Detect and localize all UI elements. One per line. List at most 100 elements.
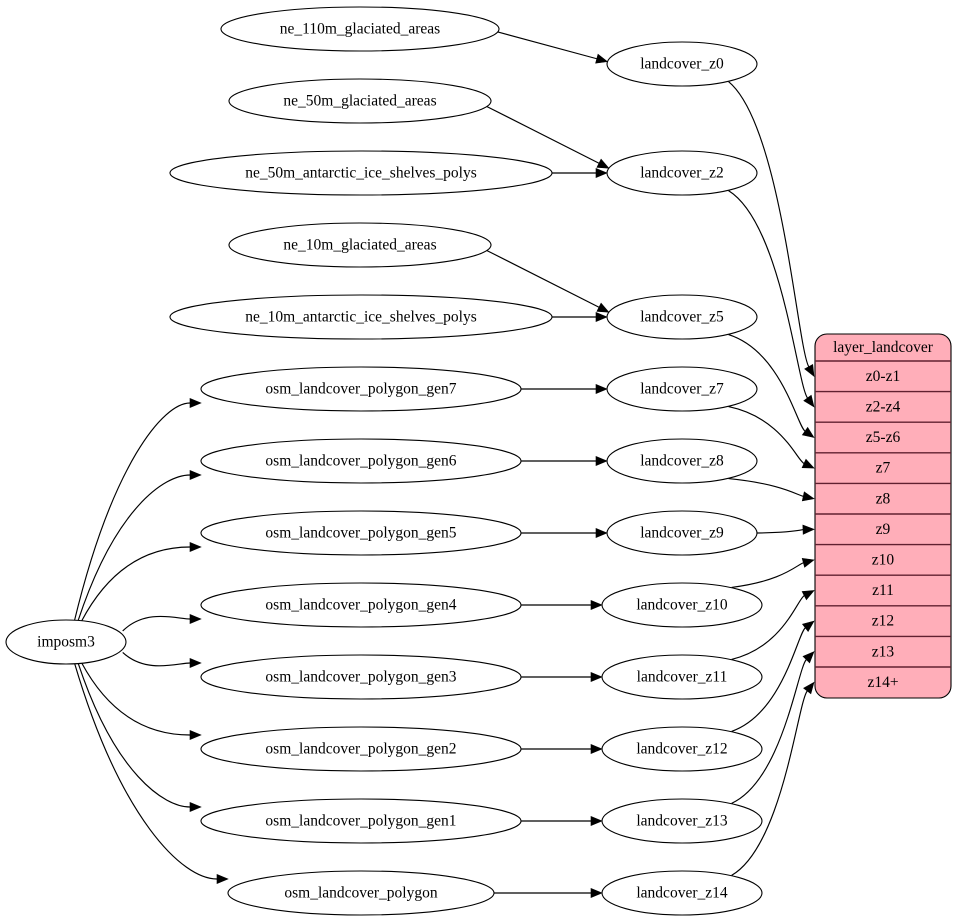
node-osm_landcover_polygon_gen7[interactable]: osm_landcover_polygon_gen7 — [200, 366, 522, 412]
edge-arrowhead — [801, 458, 815, 469]
layer-table-row-z13[interactable]: z13 — [872, 643, 895, 660]
edge-arrowhead — [595, 527, 608, 539]
edge-landcover_z13-to-row-z13 — [731, 651, 815, 804]
node-imposm3[interactable]: imposm3 — [5, 619, 127, 665]
edge-osm_landcover_polygon_gen2-to-landcover_z12 — [517, 743, 603, 755]
edge-line — [485, 249, 600, 308]
edge-arrowhead — [804, 363, 815, 377]
node-landcover_z10[interactable]: landcover_z10 — [601, 582, 763, 628]
edge-line — [77, 474, 191, 622]
node-ne_10m_antarctic_ice_shelves_polys[interactable]: ne_10m_antarctic_ice_shelves_polys — [169, 294, 553, 340]
edge-line — [122, 615, 191, 632]
node-landcover_z7-label: landcover_z7 — [640, 381, 724, 398]
node-landcover_z14[interactable]: landcover_z14 — [601, 870, 763, 916]
edge-arrowhead — [801, 620, 815, 633]
node-landcover_z0[interactable]: landcover_z0 — [606, 41, 758, 87]
edge-line — [728, 478, 804, 497]
edge-arrowhead — [596, 158, 610, 169]
layer-table-row-z8[interactable]: z8 — [876, 490, 891, 507]
node-landcover_z11[interactable]: landcover_z11 — [601, 654, 763, 700]
node-landcover_z10-label: landcover_z10 — [636, 597, 727, 614]
layer-table-row-z14+[interactable]: z14+ — [867, 674, 898, 691]
layer-table-row-z9[interactable]: z9 — [876, 521, 891, 538]
node-ne_50m_glaciated_areas-label: ne_50m_glaciated_areas — [283, 93, 436, 110]
edge-line — [756, 529, 804, 534]
layer-table-row-z12[interactable]: z12 — [872, 613, 894, 630]
edge-arrowhead — [802, 651, 815, 664]
node-osm_landcover_polygon_gen4[interactable]: osm_landcover_polygon_gen4 — [200, 582, 522, 628]
edge-osm_landcover_polygon-to-landcover_z14 — [491, 887, 603, 899]
node-landcover_z9[interactable]: landcover_z9 — [606, 510, 758, 556]
layer-table-row-z5-z6[interactable]: z5-z6 — [866, 429, 901, 446]
node-landcover_z5[interactable]: landcover_z5 — [606, 294, 758, 340]
edge-landcover_z2-to-row-z2-z4 — [728, 190, 815, 408]
node-landcover_z2-label: landcover_z2 — [640, 165, 724, 182]
edge-ne_50m_antarctic_ice_shelves_polys-to-landcover_z2 — [548, 167, 608, 179]
node-landcover_z2[interactable]: landcover_z2 — [606, 150, 758, 196]
node-osm_landcover_polygon_gen1[interactable]: osm_landcover_polygon_gen1 — [200, 798, 522, 844]
edge-landcover_z12-to-row-z12 — [731, 620, 815, 732]
edge-line — [728, 190, 808, 399]
edge-ne_50m_glaciated_areas-to-landcover_z2 — [485, 105, 610, 169]
edge-line — [122, 652, 191, 667]
edge-landcover_z9-to-row-z9 — [756, 524, 815, 535]
node-landcover_z13-label: landcover_z13 — [636, 813, 727, 830]
edge-line — [731, 690, 808, 876]
edge-arrowhead — [801, 558, 815, 568]
edge-osm_landcover_polygon_gen6-to-landcover_z8 — [517, 455, 608, 467]
node-osm_landcover_polygon_gen6[interactable]: osm_landcover_polygon_gen6 — [200, 438, 522, 484]
edge-arrowhead — [595, 167, 608, 179]
layer-table-row-z0-z1[interactable]: z0-z1 — [866, 368, 900, 385]
node-osm_landcover_polygon_gen2[interactable]: osm_landcover_polygon_gen2 — [200, 726, 522, 772]
node-landcover_z12[interactable]: landcover_z12 — [601, 726, 763, 772]
edge-imposm3-to-osm_landcover_polygon_gen6 — [77, 469, 202, 622]
edge-landcover_z7-to-row-z7 — [728, 406, 815, 469]
edge-landcover_z10-to-row-z10 — [731, 558, 815, 588]
node-imposm3-label: imposm3 — [37, 634, 95, 651]
edge-arrowhead — [595, 311, 608, 323]
edge-line — [77, 662, 191, 808]
node-landcover_z8[interactable]: landcover_z8 — [606, 438, 758, 484]
edge-arrowhead — [189, 613, 202, 625]
edge-line — [81, 546, 191, 622]
edge-osm_landcover_polygon_gen4-to-landcover_z10 — [517, 599, 603, 611]
edge-arrowhead — [596, 302, 610, 313]
layer-table-title: layer_landcover — [833, 339, 934, 356]
node-landcover_z11-label: landcover_z11 — [637, 669, 728, 686]
edge-osm_landcover_polygon_gen1-to-landcover_z13 — [517, 815, 603, 827]
node-osm_landcover_polygon[interactable]: osm_landcover_polygon — [227, 870, 495, 916]
node-osm_landcover_polygon_gen7-label: osm_landcover_polygon_gen7 — [265, 381, 456, 398]
edge-arrowhead — [803, 681, 815, 695]
node-osm_landcover_polygon_gen2-label: osm_landcover_polygon_gen2 — [265, 741, 456, 758]
node-landcover_z7[interactable]: landcover_z7 — [606, 366, 758, 412]
node-osm_landcover_polygon_gen3[interactable]: osm_landcover_polygon_gen3 — [200, 654, 522, 700]
edge-arrowhead — [189, 801, 202, 813]
edge-arrowhead — [595, 383, 608, 395]
layer-landcover-table[interactable]: layer_landcover z0-z1 z2-z4 z5-z6 z7 z8 z9 z10 z… — [814, 333, 952, 699]
node-landcover_z13[interactable]: landcover_z13 — [601, 798, 763, 844]
edge-line — [731, 627, 806, 732]
edge-arrowhead — [590, 887, 603, 899]
layer-table-row-z10[interactable]: z10 — [872, 551, 895, 568]
layer-table-row-z7[interactable]: z7 — [876, 460, 891, 477]
node-ne_10m_glaciated_areas[interactable]: ne_10m_glaciated_areas — [228, 222, 492, 268]
layer-table-row-z11[interactable]: z11 — [872, 582, 894, 599]
node-ne_50m_antarctic_ice_shelves_polys-label: ne_50m_antarctic_ice_shelves_polys — [245, 165, 477, 182]
edge-osm_landcover_polygon_gen5-to-landcover_z9 — [517, 527, 608, 539]
edge-ne_10m_antarctic_ice_shelves_polys-to-landcover_z5 — [548, 311, 608, 323]
edge-arrowhead — [595, 53, 609, 64]
edge-arrowhead — [801, 426, 815, 438]
edge-landcover_z0-to-row-z0-z1 — [728, 81, 815, 377]
node-ne_50m_glaciated_areas[interactable]: ne_50m_glaciated_areas — [228, 78, 492, 124]
node-ne_110m_glaciated_areas[interactable]: ne_110m_glaciated_areas — [220, 6, 500, 52]
edge-arrowhead — [801, 590, 815, 601]
edge-imposm3-to-osm_landcover_polygon_gen4 — [122, 613, 202, 632]
edge-osm_landcover_polygon_gen3-to-landcover_z11 — [517, 671, 603, 683]
node-landcover_z5-label: landcover_z5 — [640, 309, 724, 326]
edge-line — [728, 406, 805, 465]
node-ne_50m_antarctic_ice_shelves_polys[interactable]: ne_50m_antarctic_ice_shelves_polys — [169, 150, 553, 196]
node-osm_landcover_polygon_gen5[interactable]: osm_landcover_polygon_gen5 — [200, 510, 522, 556]
node-ne_110m_glaciated_areas-label: ne_110m_glaciated_areas — [280, 21, 440, 38]
edge-landcover_z5-to-row-z5-z6 — [728, 334, 815, 438]
layer-table-row-z2-z4[interactable]: z2-z4 — [866, 398, 901, 415]
